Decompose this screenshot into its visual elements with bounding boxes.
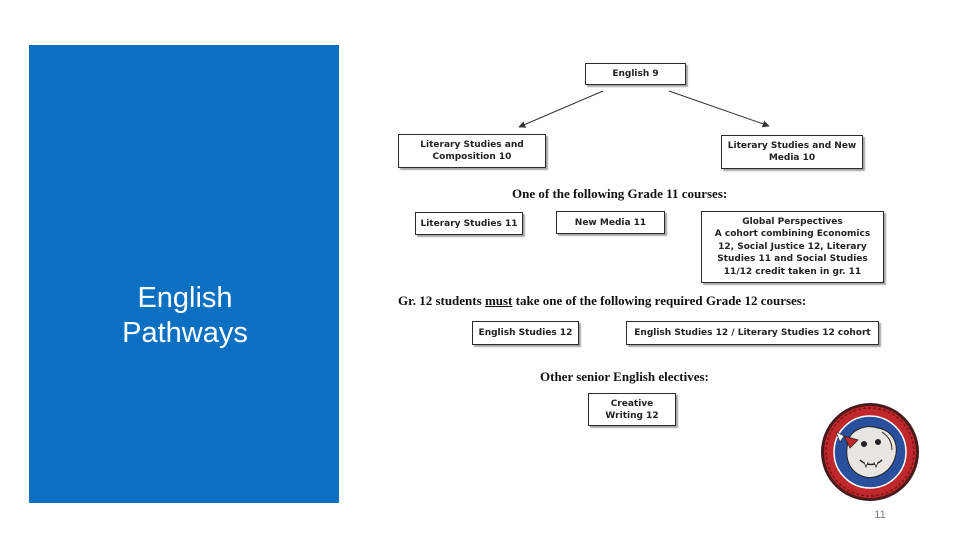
literary-composition-10-box: Literary Studies and Composition 10 xyxy=(398,134,546,168)
page-number: 11 xyxy=(874,509,886,521)
global-perspectives-box: Global Perspectives A cohort combining E… xyxy=(701,211,884,283)
literary-studies-11-box: Literary Studies 11 xyxy=(415,212,523,235)
grade-12-heading-pre: Gr. 12 students xyxy=(398,293,485,308)
english-literary-12-cohort-box: English Studies 12 / Literary Studies 12… xyxy=(626,321,879,345)
english-studies-12-box: English Studies 12 xyxy=(472,321,579,345)
arrow-to-literary-composition-10 xyxy=(518,90,604,128)
school-crest-icon xyxy=(820,402,920,502)
creative-writing-12-box: Creative Writing 12 xyxy=(588,393,676,426)
electives-heading: Other senior English electives: xyxy=(540,369,709,384)
literary-new-media-10-box: Literary Studies and New Media 10 xyxy=(721,135,863,169)
slide-title: English Pathways xyxy=(29,281,339,351)
grade-11-heading: One of the following Grade 11 courses: xyxy=(512,186,728,201)
grade-12-heading-must: must xyxy=(484,293,513,308)
grade-12-heading: Gr. 12 students must take one of the fol… xyxy=(398,293,806,309)
slide-title-line-2: Pathways xyxy=(122,317,248,349)
slide-title-line-1: English xyxy=(137,282,233,314)
title-panel: English Pathways xyxy=(29,45,339,503)
new-media-11-box: New Media 11 xyxy=(556,211,665,234)
grade-12-heading-post: take one of the following required Grade… xyxy=(512,293,807,308)
english-9-box: English 9 xyxy=(585,63,686,85)
arrow-to-literary-new-media-10 xyxy=(668,90,770,128)
